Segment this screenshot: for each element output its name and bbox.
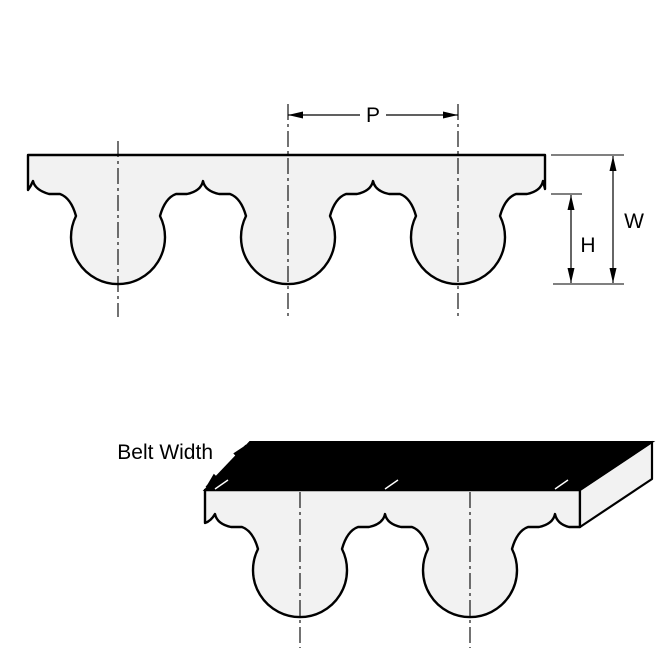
belt-front-face [203,488,582,619]
pitch-label: P [366,104,380,127]
belt-profile-outline [26,153,547,286]
belt-top-surface [202,441,656,491]
width-label: W [624,210,644,233]
belt-width-dimension-line [205,444,247,488]
perspective-view: Belt Width [117,440,656,648]
belt-width-label: Belt Width [117,441,213,464]
height-label: H [580,234,595,257]
profile-view: P H W [26,104,644,317]
top-surface-pitch-tick [384,479,399,490]
top-surface-pitch-tick [554,479,569,490]
